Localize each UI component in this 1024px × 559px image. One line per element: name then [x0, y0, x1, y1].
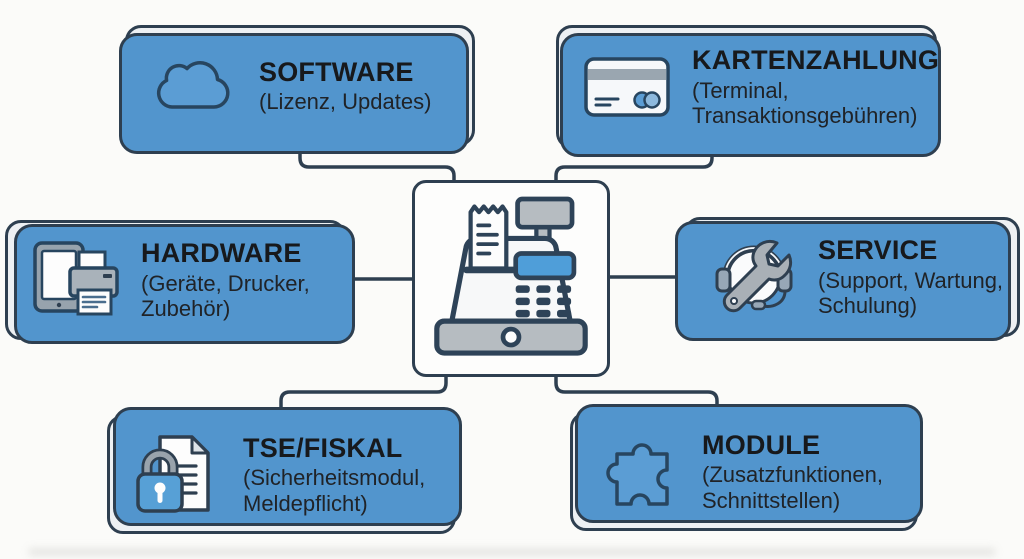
lock-document-icon — [134, 434, 222, 516]
node-module: MODULE (Zusatzfunktionen, Schnittstellen… — [570, 412, 918, 531]
node-tse: TSE/FISKAL (Sicherheitsmodul, Meldepflic… — [107, 415, 456, 534]
node-title: TSE/FISKAL — [243, 432, 403, 463]
node-title: MODULE — [702, 429, 821, 460]
node-subtitle: (Support, Wartung, Schulung) — [818, 267, 1004, 319]
node-subtitle: (Sicherheitsmodul, Meldepflicht) — [243, 465, 426, 516]
node-subtitle: (Geräte, Drucker, Zubehör) — [141, 270, 310, 322]
tablet-printer-icon — [32, 240, 120, 320]
wrench-headset-icon — [711, 235, 797, 319]
node-title: HARDWARE — [141, 238, 302, 269]
cloud-icon — [152, 55, 238, 117]
node-title: SOFTWARE — [259, 56, 414, 87]
node-software: SOFTWARE (Lizenz, Updates) — [125, 25, 475, 146]
node-subtitle: (Terminal, Transaktionsgebühren) — [692, 77, 918, 129]
center-node — [412, 180, 610, 377]
cash-register-icon — [418, 184, 604, 374]
node-service: SERVICE (Support, Wartung, Schulung) — [684, 217, 1020, 337]
cropped-caption-smudge — [28, 548, 996, 556]
node-subtitle: (Lizenz, Updates) — [259, 88, 432, 114]
node-title: KARTENZAHLUNG — [692, 45, 940, 76]
credit-card-icon — [583, 55, 671, 119]
node-subtitle: (Zusatzfunktionen, Schnittstellen) — [702, 462, 883, 513]
node-hardware: HARDWARE (Geräte, Drucker, Zubehör) — [5, 220, 346, 340]
puzzle-icon — [597, 430, 681, 514]
node-title: SERVICE — [818, 235, 938, 266]
node-kartenzahlung: KARTENZAHLUNG (Terminal, Transaktionsgeb… — [556, 25, 940, 149]
